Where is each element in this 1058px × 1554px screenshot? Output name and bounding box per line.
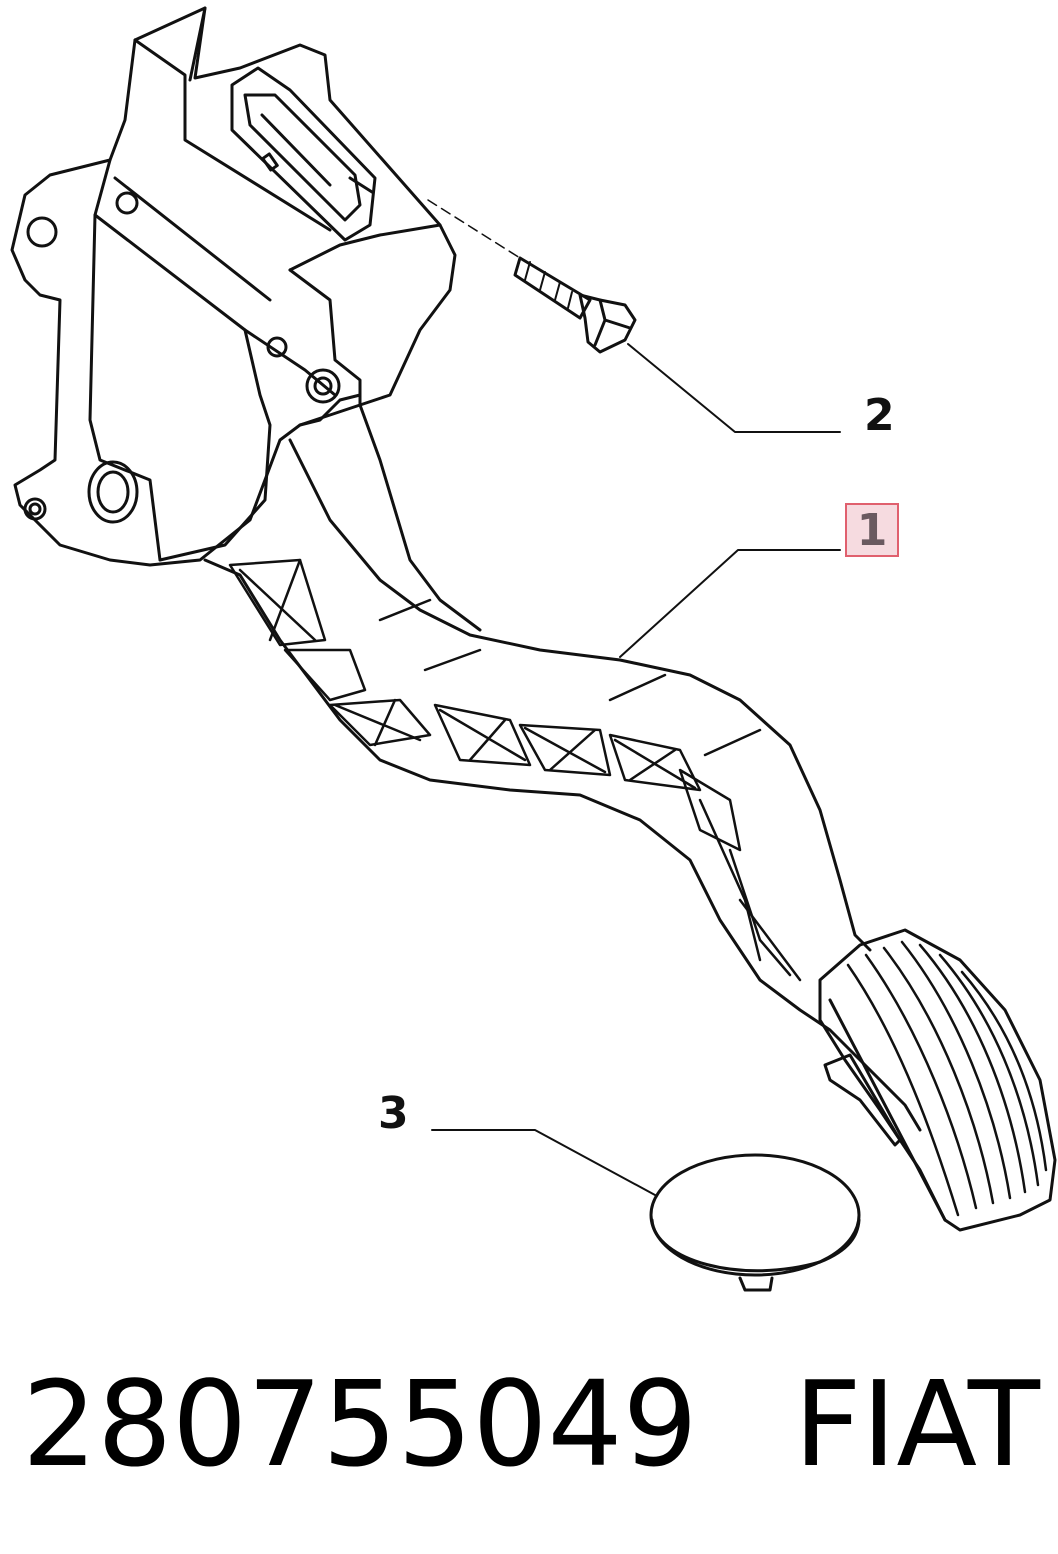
callout-label-1[interactable]: 1 (845, 503, 899, 557)
leader-line-3 (431, 1129, 656, 1196)
foot-pad-ribs (846, 940, 1048, 1217)
leader-lines (431, 343, 841, 1196)
arm-lattice (228, 558, 802, 982)
part-number: 280755049 (22, 1355, 698, 1493)
pedal-arm (203, 403, 922, 1132)
pedal-bracket (10, 6, 457, 567)
cap (649, 1153, 861, 1292)
leader-line-1 (619, 549, 841, 658)
accelerator-pedal-diagram (10, 6, 1057, 1292)
brand-name: FIAT (793, 1355, 1041, 1493)
callout-label-3: 3 (378, 1088, 409, 1139)
leader-line-2 (627, 343, 841, 433)
callout-label-2: 2 (864, 390, 895, 441)
foot-pad (818, 928, 1057, 1232)
bolt (427, 199, 637, 354)
sensor-connector (230, 66, 377, 242)
